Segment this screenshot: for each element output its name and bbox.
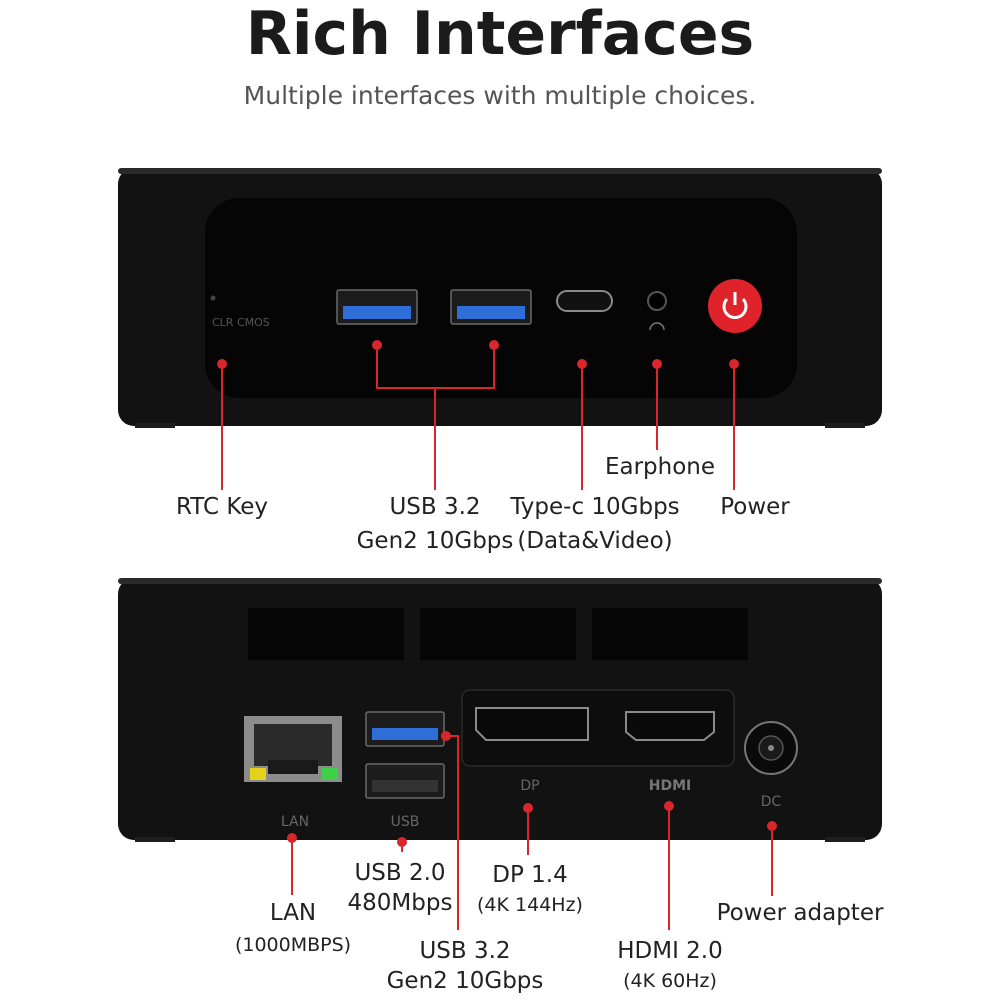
usb-c-port-icon (556, 290, 613, 312)
headset-icon (649, 322, 665, 331)
usb32-rear-label-line1: USB 3.2 (419, 938, 511, 964)
audio-jack-icon (647, 291, 667, 311)
hdmi-port-text: HDMI (649, 778, 691, 794)
lan-label-line1: LAN (269, 900, 317, 926)
front-device: CLR CMOS (118, 168, 882, 428)
reset-pinhole-icon (210, 295, 216, 301)
usb32-rear-label-line2: Gen2 10Gbps (386, 968, 544, 994)
dp-label-line1: DP 1.4 (492, 862, 568, 888)
usb-a-port-icon (365, 711, 445, 747)
vent-grille-icon (248, 608, 748, 660)
usb20-label-line1: USB 2.0 (354, 860, 446, 886)
usb-a-port-icon (450, 289, 532, 325)
callout-dot (729, 359, 739, 369)
page-subtitle: Multiple interfaces with multiple choice… (243, 81, 757, 110)
page-title: Rich Interfaces (245, 0, 755, 69)
usb32-front-label-line1: USB 3.2 (389, 494, 481, 520)
callout-dot (577, 359, 587, 369)
typec-label-line2: (Data&Video) (517, 528, 673, 554)
typec-label-line1: Type-c 10Gbps (510, 494, 680, 520)
earphone-label: Earphone (604, 454, 716, 480)
usb-a-port-icon (336, 289, 418, 325)
usb-a-port-icon (365, 763, 445, 799)
callout-dot (217, 359, 227, 369)
dc-jack-icon (744, 721, 798, 775)
power-label: Power (720, 494, 790, 520)
hdmi-port-icon (625, 711, 715, 741)
usb20-label-line2: 480Mbps (347, 890, 453, 916)
lan-port-text: LAN (281, 814, 309, 830)
dp-port-text: DP (520, 778, 539, 794)
usb32-front-label-line2: Gen2 10Gbps (356, 528, 514, 554)
callout-dot (489, 340, 499, 350)
lan-label-line2: (1000MBPS) (234, 934, 352, 956)
dc-port-text: DC (761, 794, 782, 810)
callout-dot (652, 359, 662, 369)
hdmi-label-line1: HDMI 2.0 (617, 938, 723, 964)
usb-port-text: USB (391, 814, 420, 830)
power-adapter-label: Power adapter (716, 900, 884, 926)
rear-device: LAN USB DP HDMI DC (118, 578, 882, 842)
clr-cmos-text: CLR CMOS (212, 316, 270, 329)
rtc-key-label: RTC Key (175, 494, 269, 520)
power-button-icon (708, 279, 762, 333)
front-callouts (221, 345, 735, 490)
dp-label-line2: (4K 144Hz) (477, 894, 583, 916)
rj45-port-icon (244, 716, 342, 782)
hdmi-label-line2: (4K 60Hz) (623, 970, 717, 992)
callout-dot (372, 340, 382, 350)
displayport-icon (475, 707, 589, 741)
